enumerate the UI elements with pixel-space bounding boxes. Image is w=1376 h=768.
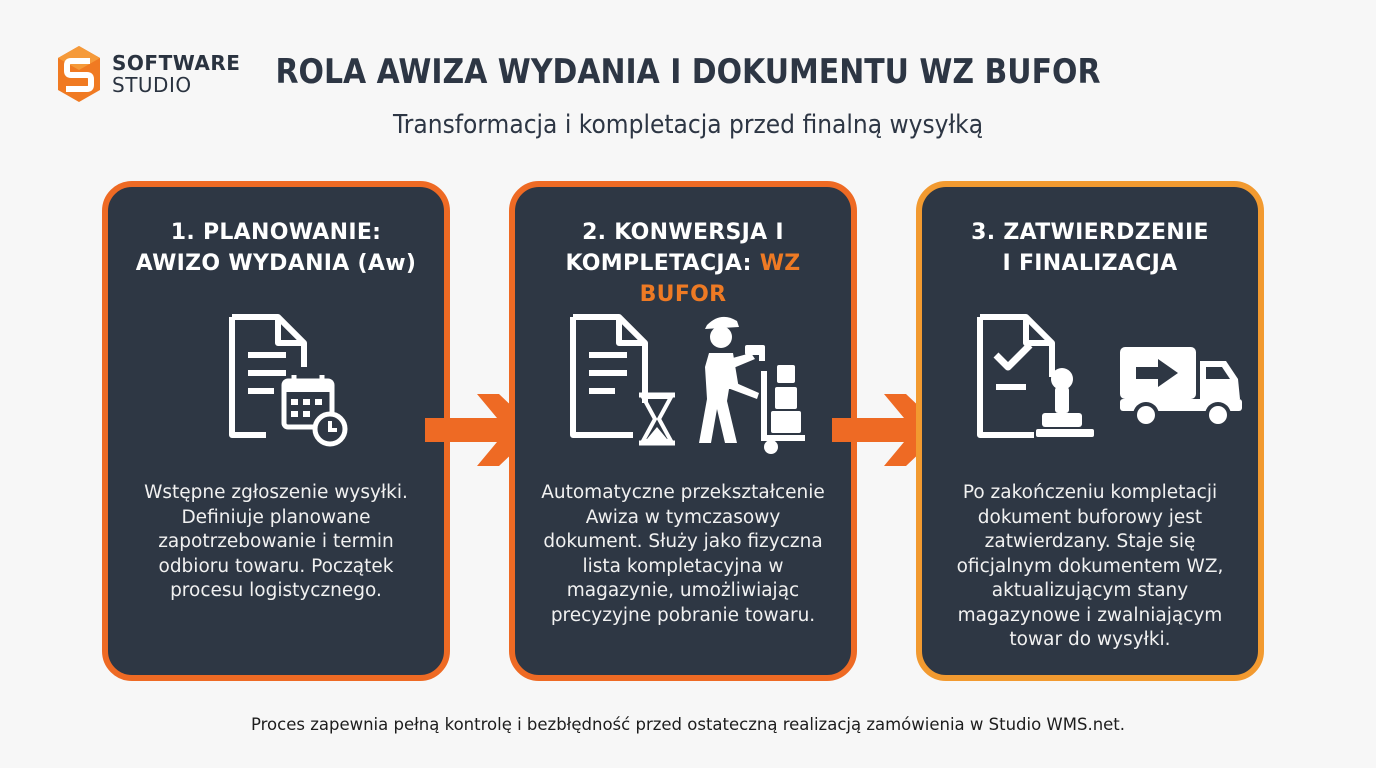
approved-document-icon [977, 314, 1055, 438]
step-title: 1. PLANOWANIE: AWIZO WYDANIA (Aw) [118, 217, 434, 279]
warehouse-worker-icon [699, 316, 805, 454]
document-icon [570, 314, 648, 438]
step-card-finalization: 3. ZATWIERDZENIE I FINALIZACJA [916, 181, 1264, 681]
step-title-line2: KOMPLETACJA: WZ BUFOR [525, 248, 841, 310]
hourglass-icon [639, 392, 675, 446]
calendar-clock-icon [281, 375, 348, 447]
step-title: 2. KONWERSJA I KOMPLETACJA: WZ BUFOR [525, 217, 841, 310]
step-title-prefix: KOMPLETACJA: [565, 251, 760, 276]
step-title-line2: AWIZO WYDANIA (Aw) [135, 251, 417, 276]
step-icons [515, 307, 851, 457]
step-description: Wstępne zgłoszenie wysyłki. Definiuje pl… [144, 482, 408, 601]
brand-name-line1: SOFTWARE [112, 51, 241, 75]
footer-note: Proces zapewnia pełną kontrolę i bezbłęd… [250, 715, 1126, 734]
page-title: ROLA AWIZA WYDANIA I DOKUMENTU WZ BUFOR [275, 52, 1101, 92]
step-title-line1: 2. KONWERSJA I [582, 220, 784, 245]
brand-logo: SOFTWARE STUDIO [56, 44, 240, 104]
brand-name-line2: STUDIO [112, 73, 192, 97]
step-title-line1: 3. ZATWIERDZENIE [971, 220, 1209, 245]
delivery-truck-icon [1120, 347, 1242, 428]
step-title: 3. ZATWIERDZENIE I FINALIZACJA [932, 217, 1248, 279]
document-icon [229, 314, 307, 438]
step-description: Po zakończeniu kompletacji dokument bufo… [956, 482, 1224, 650]
step-card-planning: 1. PLANOWANIE: AWIZO WYDANIA (Aw) [102, 181, 450, 681]
stamp-icon [1036, 368, 1094, 437]
step-description: Automatyczne przekształcenie Awiza w tym… [541, 482, 825, 626]
step-card-conversion: 2. KONWERSJA I KOMPLETACJA: WZ BUFOR [509, 181, 857, 681]
page-subtitle: Transformacja i kompletacja przed finaln… [392, 110, 984, 140]
step-title-accent: WZ BUFOR [639, 251, 801, 307]
step-icons [922, 307, 1258, 457]
step-icons [108, 307, 444, 457]
step-title-line2: I FINALIZACJA [1002, 251, 1178, 276]
s-hexagon-logo-icon [58, 46, 100, 102]
step-title-line1: 1. PLANOWANIE: [170, 220, 382, 245]
